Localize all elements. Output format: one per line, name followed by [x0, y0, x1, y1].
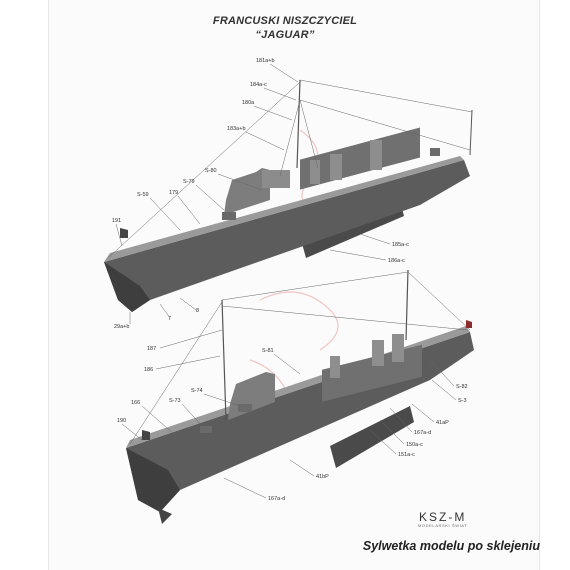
- logo-main-text: KSZ-M: [418, 510, 467, 524]
- label-166: 166: [131, 400, 140, 406]
- label-185ac: 185a-c: [392, 242, 409, 248]
- ship-bottom-mast-fore: [221, 299, 227, 421]
- ship-top-mast-fore: [296, 79, 301, 169]
- title-line-2: “JAGUAR”: [255, 29, 315, 41]
- ship-bottom-propeller: [158, 508, 172, 524]
- ship-top-bridge-house: [262, 170, 290, 188]
- ship-bottom-ensign: [466, 320, 472, 328]
- label-S79: S-79: [183, 179, 195, 185]
- label-S59: S-59: [137, 192, 149, 198]
- label-S81: S-81: [262, 348, 274, 354]
- label-S73: S-73: [169, 398, 181, 404]
- label-179: 179: [169, 190, 178, 196]
- label-8: 8: [196, 308, 199, 314]
- label-S82: S-82: [456, 384, 468, 390]
- ship-top-funnel-2: [330, 154, 342, 180]
- bottom-leader-lines: [121, 329, 457, 499]
- label-41aP: 41aP: [436, 420, 449, 426]
- bottom-labels: 187 186 S-81 S-74 S-73 166 190 S-82 S-3 …: [117, 346, 468, 502]
- ship-top-hull: [104, 160, 470, 312]
- ship-bottom-keel: [330, 406, 414, 468]
- ship-bottom-rigging: [129, 271, 471, 445]
- ship-top: [104, 79, 473, 312]
- title-line-1: FRANCUSKI NISZCZYCIEL: [212, 15, 358, 27]
- ship-top-bridge: [224, 168, 270, 215]
- ship-top-turret-1: [222, 212, 236, 220]
- ship-bottom-mast-aft: [405, 269, 409, 341]
- ship-bottom-flag: [142, 430, 150, 440]
- top-leader-lines: [115, 63, 391, 324]
- label-186: 186: [144, 367, 153, 373]
- label-7: 7: [168, 316, 171, 322]
- label-191: 191: [112, 218, 121, 224]
- logo-sub-text: MODELARSKI ŠWIAT: [418, 523, 468, 528]
- label-150ac: 150a-c: [406, 442, 423, 448]
- ship-top-funnel-3: [370, 140, 382, 170]
- ship-top-funnel-1: [310, 160, 320, 184]
- label-167ad-bottom: 167a-d: [268, 496, 285, 502]
- label-29ab: 29a+b: [114, 324, 129, 330]
- label-187: 187: [147, 346, 156, 352]
- label-41bP: 41bP: [316, 474, 329, 480]
- ship-top-flag: [120, 228, 128, 238]
- ship-top-deck: [104, 156, 464, 262]
- publisher-logo: KSZ-M MODELARSKI ŠWIAT: [418, 510, 467, 528]
- label-183ab: 183a+b: [227, 126, 246, 132]
- label-S74: S-74: [191, 388, 203, 394]
- ship-bottom: [126, 269, 474, 524]
- top-labels: 181a+b 184a-c 180a 183a+b S-80 S-79 S-59…: [112, 58, 409, 330]
- ship-bottom-turret-1: [238, 404, 252, 412]
- ship-bottom-funnel-3: [392, 334, 404, 362]
- label-190: 190: [117, 418, 126, 424]
- label-184ac: 184a-c: [250, 82, 267, 88]
- label-S80: S-80: [205, 168, 217, 174]
- ship-top-bow: [104, 262, 150, 312]
- ship-top-turret-2: [430, 148, 440, 156]
- label-186ac: 186a-c: [388, 258, 405, 264]
- ship-bottom-bow: [126, 448, 180, 512]
- label-151ac: 151a-c: [398, 452, 415, 458]
- label-181ab: 181a+b: [256, 58, 275, 64]
- ship-bottom-funnel-1: [330, 356, 340, 378]
- label-180a: 180a: [242, 100, 255, 106]
- ship-bottom-turret-2: [200, 426, 212, 433]
- caption: Sylwetka modelu po sklejeniu: [362, 539, 540, 553]
- ship-bottom-funnel-2: [372, 340, 384, 366]
- label-S3: S-3: [458, 398, 467, 404]
- ship-top-mast-aft: [469, 109, 473, 156]
- label-167ad-right: 167a-d: [414, 430, 431, 436]
